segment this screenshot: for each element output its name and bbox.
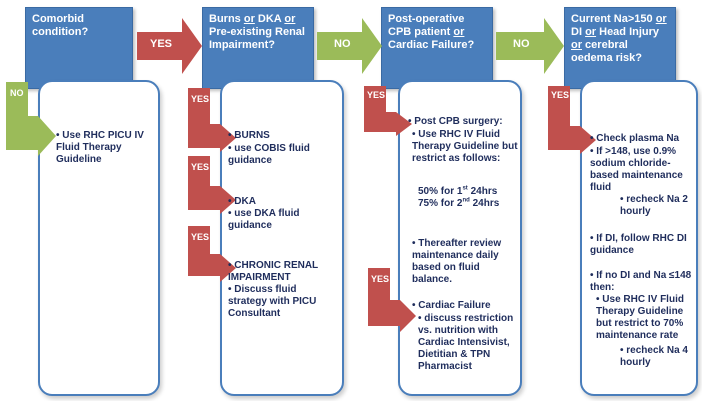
arrow-yes-sodium (548, 86, 596, 154)
label-no-3: NO (513, 38, 530, 50)
header2-part-or2: or (284, 13, 296, 25)
box-burns-dka-renal-action (220, 80, 344, 396)
header-cpb-cardiac: Post-operative CPB patient or Cardiac Fa… (381, 7, 493, 89)
label-yes-dka: YES (191, 162, 210, 172)
header4-part-or2: or (585, 26, 597, 38)
text-check-na: • Check plasma Na (590, 133, 680, 144)
label-yes-cardiac: YES (371, 274, 390, 284)
text-50-percent: 50% for 1st 24hrs (418, 186, 518, 198)
label-yes-renal: YES (191, 232, 210, 242)
label-yes-burns: YES (191, 94, 210, 104)
header2-part-or1: or (243, 13, 255, 25)
label-no-col1: NO (10, 88, 24, 98)
arrow-no-3 (496, 18, 564, 74)
text-recheck-4: • recheck Na 4 hourly (620, 345, 688, 368)
text-post-cpb: • Post CPB surgery: (408, 116, 503, 127)
header4-part-oedema: cerebral oedema risk? (571, 39, 642, 64)
arrow-yes-renal (188, 226, 236, 282)
header2-part-renal: Pre-existing Renal Impairment? (209, 26, 305, 51)
text-75-percent: 75% for 2nd 24hrs (418, 198, 518, 210)
box-cpb-cardiac-action (398, 80, 522, 396)
text-burns: • BURNS (228, 130, 270, 141)
arrow-yes-cardiac (368, 268, 416, 332)
label-yes-cpb: YES (367, 90, 386, 100)
header4-part-di: DI (571, 26, 586, 38)
arrow-yes-cpb (364, 86, 412, 136)
text-use-rhc-70: • Use RHC IV Fluid Therapy Guideline but… (596, 294, 684, 341)
label-no-2: NO (334, 38, 351, 50)
header-burns-dka-renal: Burns or DKA or Pre-existing Renal Impai… (202, 7, 314, 89)
header-comorbid: Comorbid condition? (25, 7, 133, 89)
text-chronic-renal: • CHRONIC RENAL IMPAIRMENT (228, 260, 318, 283)
text-use-rhc-picu: • Use RHC PICU IV Fluid Therapy Guidelin… (56, 130, 144, 165)
text-if-di: • If DI, follow RHC DI guidance (590, 233, 687, 256)
label-yes-1: YES (150, 38, 173, 50)
box-sodium-action (580, 80, 698, 396)
header3-part-cpb: Post-operative CPB patient (388, 13, 465, 38)
text-burns-cobis: • use COBIS fluid guidance (228, 143, 310, 166)
text-50-percent-value: 50% for 1st 24hrs (418, 185, 498, 197)
text-75-percent-value: 75% for 2nd 24hrs (418, 197, 500, 209)
header-sodium-di: Current Na>150 or DI or Head Injury or c… (564, 7, 676, 89)
text-thereafter-review: • Thereafter review maintenance daily ba… (412, 238, 502, 285)
arrow-yes-1 (137, 18, 202, 74)
label-yes-sodium: YES (551, 90, 570, 100)
header2-part-burns: Burns (209, 13, 244, 25)
text-dka-guidance: • use DKA fluid guidance (228, 208, 300, 231)
text-renal-discuss: • Discuss fluid strategy with PICU Consu… (228, 284, 317, 319)
header4-part-or1: or (655, 13, 667, 25)
header2-part-dka: DKA (254, 13, 285, 25)
text-use-rhc-restrict: • Use RHC IV Fluid Therapy Guideline but… (412, 129, 518, 164)
arrow-no-col1 (6, 82, 56, 156)
header3-part-or: or (453, 26, 465, 38)
header4-part-na: Current Na>150 (571, 13, 656, 25)
text-no-di: • If no DI and Na ≤148 then: (590, 270, 692, 293)
arrow-yes-burns (188, 88, 236, 152)
arrow-no-2 (317, 18, 382, 74)
text-if-148: • If >148, use 0.9% sodium chloride-base… (590, 146, 683, 193)
text-recheck-2: • recheck Na 2 hourly (620, 194, 688, 217)
header3-part-cardiac: Cardiac Failure? (388, 39, 475, 51)
text-dka: • DKA (228, 196, 256, 207)
box-comorbid-action (38, 80, 160, 396)
header4-part-head: Head Injury (596, 26, 660, 38)
header4-part-or3: or (571, 39, 582, 51)
text-cardiac-failure: • Cardiac Failure (412, 300, 491, 311)
arrow-yes-dka (188, 156, 236, 214)
text-cardiac-discuss: • discuss restriction vs. nutrition with… (418, 313, 514, 372)
header-comorbid-text: Comorbid condition? (32, 13, 89, 38)
